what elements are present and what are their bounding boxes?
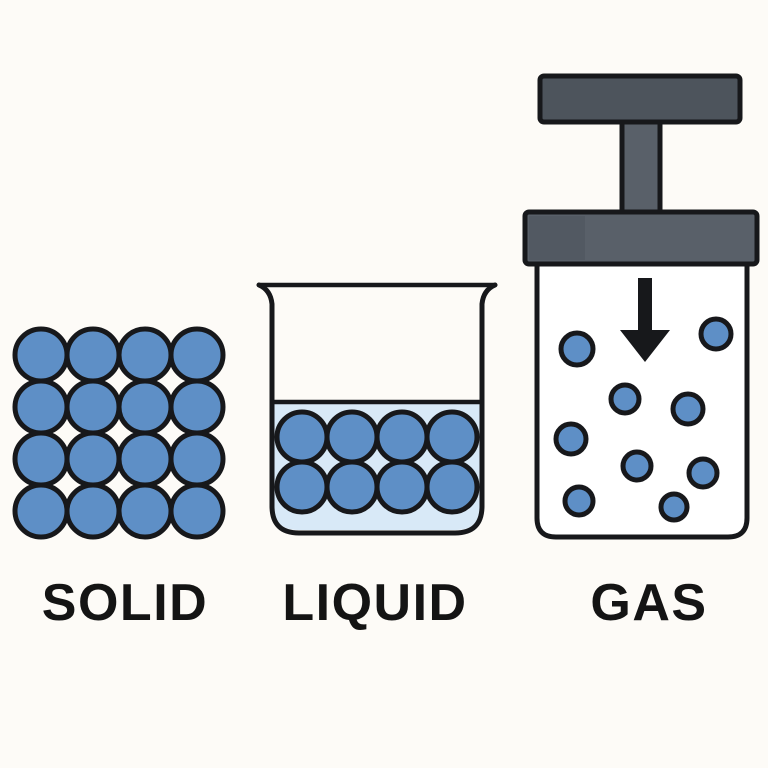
particle (274, 459, 330, 515)
beaker-outline (256, 282, 498, 536)
particle (116, 482, 174, 540)
liquid-beaker (256, 282, 498, 536)
particle (12, 482, 70, 540)
particle (324, 459, 380, 515)
particle (620, 449, 654, 483)
particle (374, 409, 430, 465)
label-liquid: LIQUID (282, 574, 467, 632)
particle (424, 459, 480, 515)
label-solid: SOLID (42, 574, 208, 632)
particle (168, 430, 226, 488)
particle (64, 326, 122, 384)
particle (116, 430, 174, 488)
particle (116, 326, 174, 384)
particle (553, 421, 589, 457)
particle (12, 430, 70, 488)
particle (558, 330, 596, 368)
particle (168, 482, 226, 540)
particle (374, 459, 430, 515)
gas-particles (553, 316, 734, 523)
particle (64, 378, 122, 436)
particle (64, 482, 122, 540)
piston-handle-bar (537, 73, 743, 125)
gas-piston-container (522, 73, 760, 540)
particle (608, 382, 642, 416)
particle (424, 409, 480, 465)
liquid-particles (274, 409, 480, 515)
particle (658, 491, 690, 523)
particle (562, 484, 596, 518)
particle (12, 378, 70, 436)
piston-shaft (619, 117, 663, 221)
particle (64, 430, 122, 488)
particle (274, 409, 330, 465)
label-gas: GAS (590, 574, 707, 632)
particle (686, 456, 720, 490)
particle (670, 391, 706, 427)
particle (168, 326, 226, 384)
particle (698, 316, 734, 352)
solid-particle-grid (12, 326, 226, 540)
particle (324, 409, 380, 465)
particle (12, 326, 70, 384)
particle (116, 378, 174, 436)
compression-down-arrow-icon (620, 278, 670, 362)
particle (168, 378, 226, 436)
piston-cap-shading (529, 216, 585, 260)
